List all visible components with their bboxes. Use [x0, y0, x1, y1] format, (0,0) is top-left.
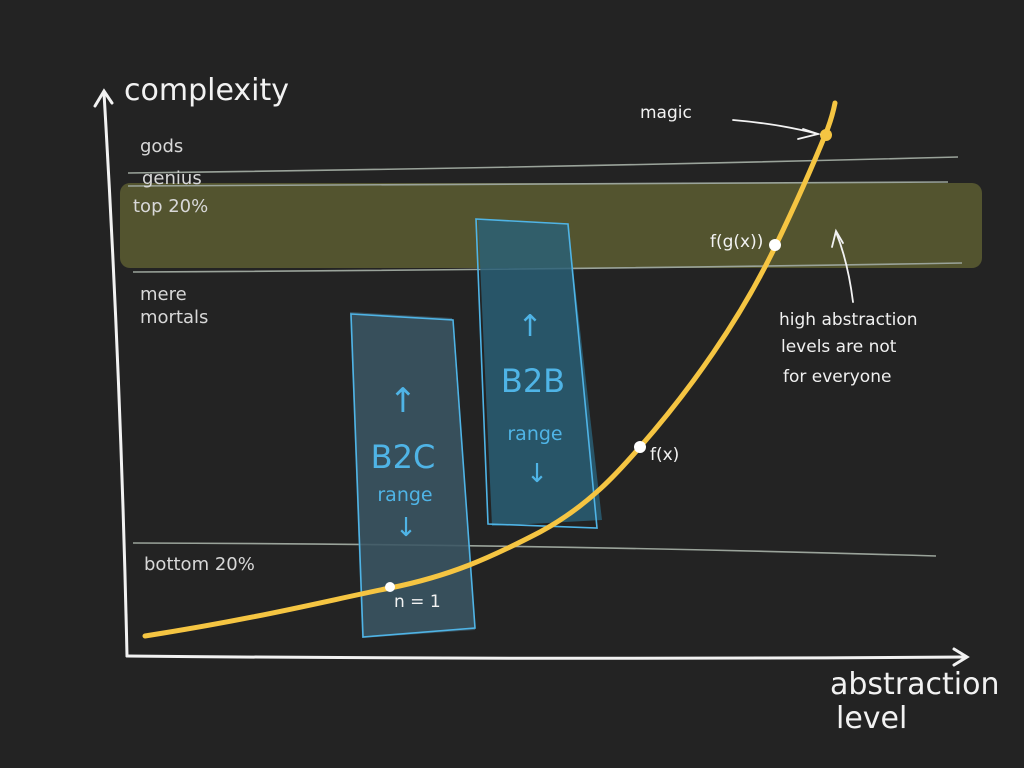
tier-genius-label: genius	[142, 168, 202, 189]
n1-label: n = 1	[394, 592, 441, 612]
y-axis-label: complexity	[124, 73, 289, 108]
magic-arrow-icon	[732, 119, 822, 140]
gods-genius-line	[127, 156, 959, 174]
genius-top-line	[127, 181, 949, 187]
b2b-down-arrow-icon: ↓	[526, 459, 548, 489]
point-magic	[820, 129, 832, 141]
b2c-subtitle: range	[377, 484, 432, 506]
point-n1	[385, 582, 395, 592]
tier-top-label: top 20%	[133, 196, 208, 217]
x-axis-label-line1: abstraction	[830, 667, 1000, 702]
tier-gods-label: gods	[140, 136, 183, 157]
b2b-subtitle: range	[507, 423, 562, 445]
x-axis-arrow-icon	[952, 647, 970, 667]
tier-mortals-line2: mortals	[140, 307, 208, 328]
complexity-curve	[142, 100, 838, 639]
b2c-down-arrow-icon: ↓	[395, 513, 417, 543]
point-fx	[634, 441, 646, 453]
fgx-label: f(g(x))	[710, 232, 763, 252]
b2b-up-arrow-icon: ↑	[517, 309, 542, 344]
b2c-title: B2C	[371, 438, 436, 476]
annotation-line2: levels are not	[781, 337, 897, 357]
b2c-up-arrow-icon: ↑	[389, 381, 418, 421]
y-axis	[93, 88, 129, 658]
annotation-line1: high abstraction	[779, 310, 918, 330]
point-fgx	[769, 239, 781, 251]
b2b-range-box	[475, 218, 602, 529]
bottom-line	[132, 542, 937, 557]
b2c-range-box	[350, 312, 476, 638]
tier-bottom-label: bottom 20%	[144, 554, 255, 575]
y-axis-arrow-icon	[93, 88, 114, 108]
magic-label: magic	[640, 103, 692, 123]
tier-mortals-line1: mere	[140, 284, 187, 305]
x-axis-label-line2: level	[836, 701, 907, 736]
b2b-title: B2B	[501, 362, 565, 400]
x-axis	[125, 647, 970, 667]
fx-label: f(x)	[650, 445, 679, 465]
annotation-arrow-icon	[831, 228, 854, 303]
annotation-line3: for everyone	[783, 367, 891, 387]
